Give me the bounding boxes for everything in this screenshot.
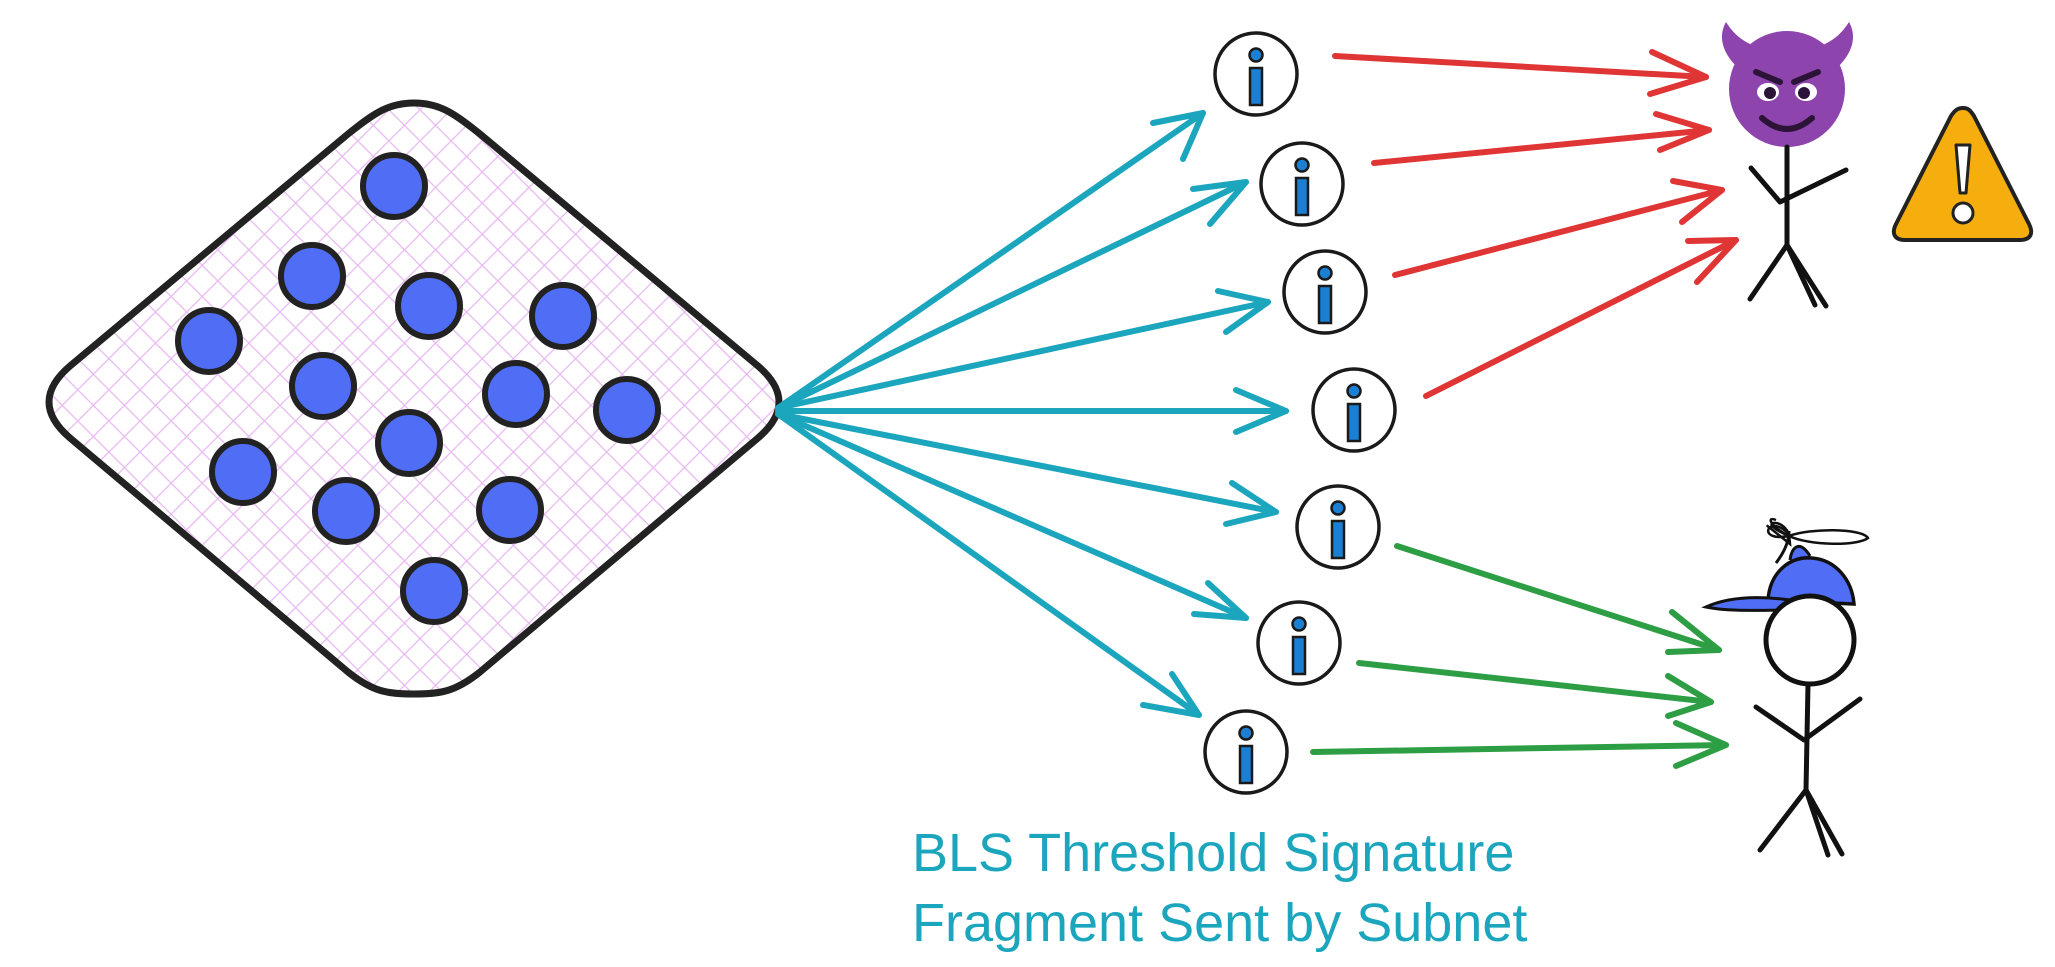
cyan-arrow xyxy=(775,411,1279,527)
diagram-caption: BLS Threshold Signature Fragment Sent by… xyxy=(912,818,1527,958)
subnet-node xyxy=(360,152,428,220)
cyan-arrow xyxy=(775,288,1271,411)
cyan-arrow xyxy=(775,411,1202,718)
cyan-arrow xyxy=(775,387,1289,435)
adversary xyxy=(1721,22,1854,309)
subnet-node xyxy=(395,272,463,340)
info-icon xyxy=(1256,600,1342,686)
subnet-node xyxy=(278,242,346,310)
info-icon xyxy=(1282,249,1368,335)
caption-line-1: BLS Threshold Signature xyxy=(912,823,1515,883)
subnet-node xyxy=(529,282,597,350)
subnet-node xyxy=(476,476,544,544)
signature-fragments xyxy=(1203,31,1397,795)
info-icon xyxy=(1259,141,1345,227)
subnet-node xyxy=(375,409,443,477)
user xyxy=(1701,517,1870,858)
caption-line-2: Fragment Sent by Subnet xyxy=(912,893,1528,953)
subnet-node xyxy=(312,477,380,545)
info-icon xyxy=(1311,367,1397,453)
adversary-stick-figure xyxy=(1747,144,1849,309)
subnet-node xyxy=(175,307,243,375)
devil-emoji-icon xyxy=(1721,22,1854,147)
subnet xyxy=(45,99,783,698)
subnet-shape xyxy=(45,99,783,698)
info-icon xyxy=(1295,484,1381,570)
subnet-node xyxy=(482,360,550,428)
fragment-arrows xyxy=(775,110,1289,718)
subnet-node xyxy=(289,352,357,420)
cyan-arrow xyxy=(775,411,1249,621)
red-arrow xyxy=(1423,237,1739,399)
info-icon xyxy=(1203,709,1289,795)
user-arrows xyxy=(1310,543,1729,769)
green-arrow xyxy=(1310,720,1729,769)
subnet-node xyxy=(593,376,661,444)
green-arrow xyxy=(1394,543,1722,655)
green-arrow xyxy=(1356,660,1714,719)
red-arrow xyxy=(1371,111,1712,166)
subnet-nodes xyxy=(175,152,661,625)
user-stick-figure xyxy=(1753,593,1863,858)
red-arrow xyxy=(1332,49,1709,97)
warning-icon xyxy=(1891,106,2034,242)
red-arrow xyxy=(1392,178,1725,278)
subnet-node xyxy=(209,438,277,506)
subnet-node xyxy=(400,557,468,625)
cyan-arrow xyxy=(775,110,1206,411)
adversary-arrows xyxy=(1332,49,1739,399)
info-icon xyxy=(1213,31,1299,117)
cyan-arrow xyxy=(775,179,1249,411)
propeller-cap-icon xyxy=(1701,517,1870,612)
